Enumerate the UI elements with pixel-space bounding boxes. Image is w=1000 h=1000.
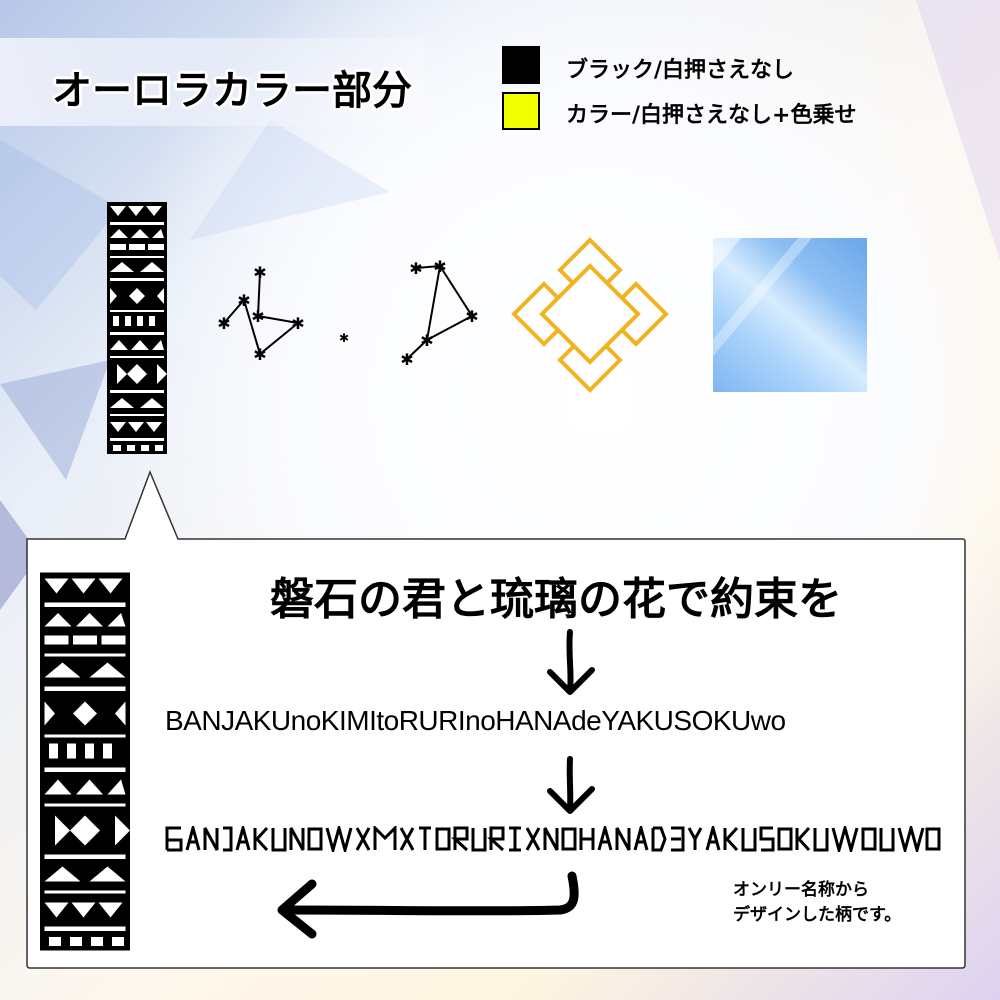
page-title: オーロラカラー部分 — [52, 68, 412, 114]
encoded-glyph-strip — [165, 826, 941, 852]
design-note-line-2: デザインした柄です。 — [733, 905, 902, 925]
design-note: オンリー名称から デザインした柄です。 — [733, 878, 901, 928]
tribal-pattern-strip-large-icon — [40, 572, 130, 951]
svg-text:✱: ✱ — [237, 291, 250, 310]
svg-text:✱: ✱ — [217, 314, 230, 333]
svg-text:✱: ✱ — [339, 331, 349, 345]
title-band — [0, 38, 425, 126]
svg-text:✱: ✱ — [420, 331, 433, 350]
legend-label-yellow: カラー/白押さえなし+色乗せ — [566, 103, 857, 128]
legend-label-black: ブラック/白押さえなし — [566, 58, 795, 83]
arrow-down-icon — [547, 756, 595, 814]
svg-text:✱: ✱ — [400, 350, 413, 369]
svg-text:✱: ✱ — [433, 260, 446, 276]
background-facet — [0, 140, 120, 310]
legend-swatch-yellow — [502, 92, 540, 130]
romaji-line: BANJAKUnoKIMItoRURInoHANAdeYAKUSOKUwo — [165, 705, 786, 736]
design-note-line-1: オンリー名称から — [733, 880, 869, 900]
callout-heading: 磐石の君と琉璃の花で約束を — [270, 574, 842, 625]
diamond-knot-icon — [511, 237, 669, 393]
background-facet — [916, 0, 1000, 260]
svg-text:✱: ✱ — [251, 307, 264, 326]
legend-swatch-black — [502, 46, 540, 84]
svg-text:✱: ✱ — [253, 345, 266, 364]
svg-text:✱: ✱ — [409, 260, 422, 278]
svg-text:✱: ✱ — [465, 307, 478, 326]
aurora-texture-swatch — [713, 238, 867, 392]
background-facet — [0, 500, 40, 610]
constellation-icon: ✱✱✱ ✱✱✱ ✱ ✱✱✱ ✱✱ — [217, 260, 478, 369]
arrow-left-icon — [277, 871, 579, 939]
arrow-down-icon — [547, 629, 595, 695]
svg-text:✱: ✱ — [291, 314, 304, 333]
background-facet — [190, 120, 390, 240]
svg-text:✱: ✱ — [253, 263, 266, 282]
background-facet — [0, 360, 110, 480]
tribal-pattern-strip-icon — [107, 202, 167, 454]
